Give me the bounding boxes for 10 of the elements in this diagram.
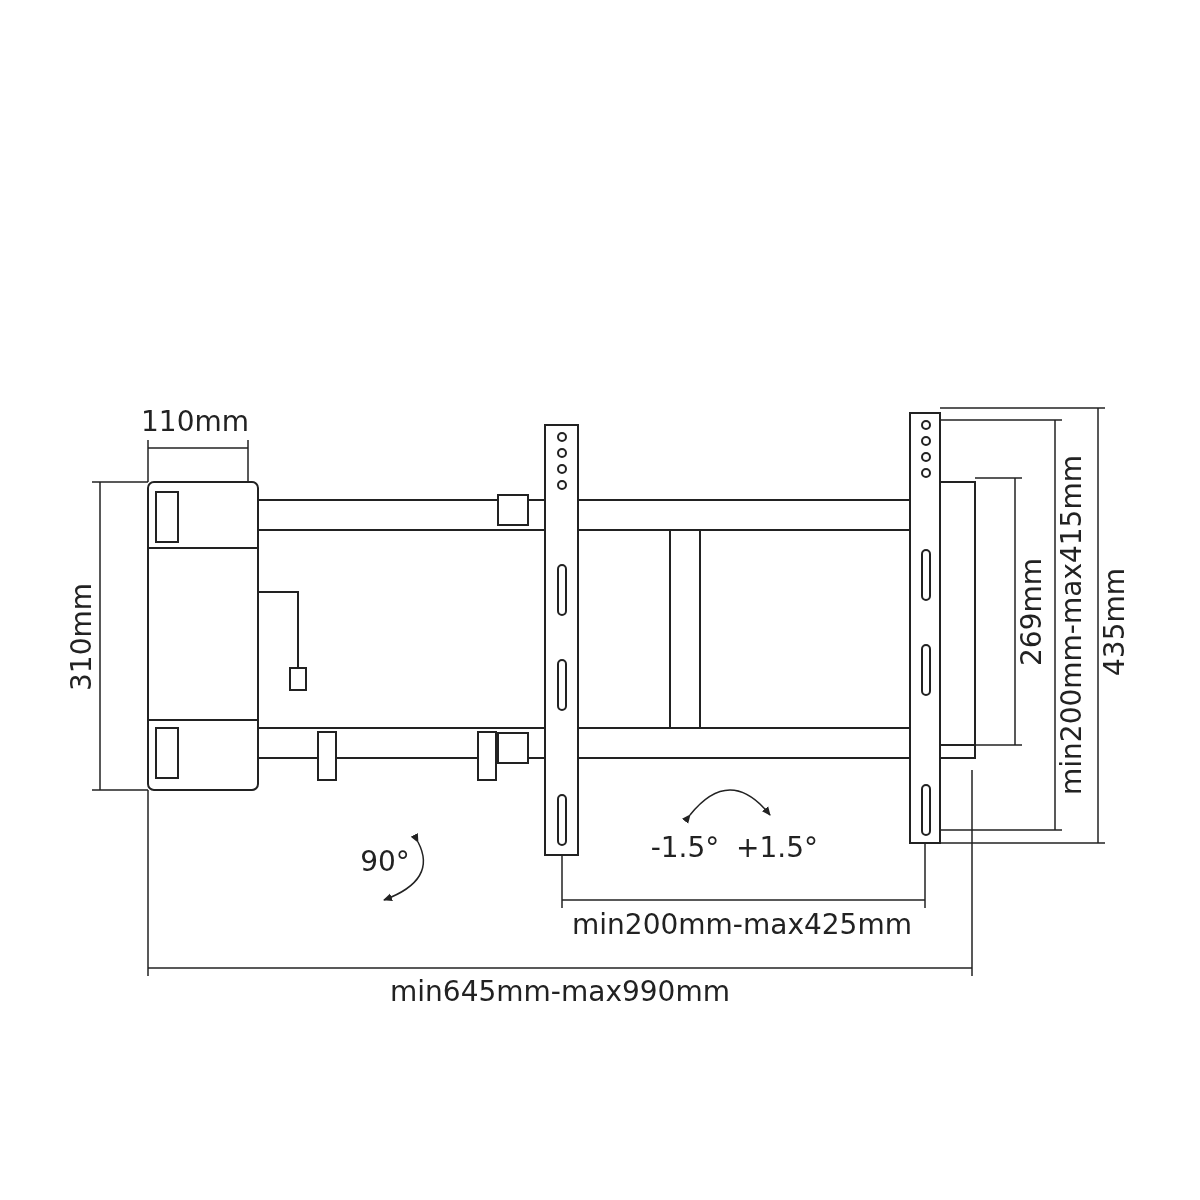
angle-label: 90° <box>360 848 410 876</box>
angle-label: +1.5° <box>736 834 818 862</box>
dimension-label: min645mm-max990mm <box>390 978 730 1006</box>
dimension-label: 435mm <box>1101 568 1129 676</box>
dimension-label: min200mm-max415mm <box>1058 455 1086 795</box>
dimension-label: min200mm-max425mm <box>572 911 912 939</box>
dimension-label: 269mm <box>1018 558 1046 666</box>
dimension-label: 110mm <box>141 408 249 436</box>
angle-label: -1.5° <box>650 834 720 862</box>
dimension-label: 310mm <box>68 583 96 691</box>
